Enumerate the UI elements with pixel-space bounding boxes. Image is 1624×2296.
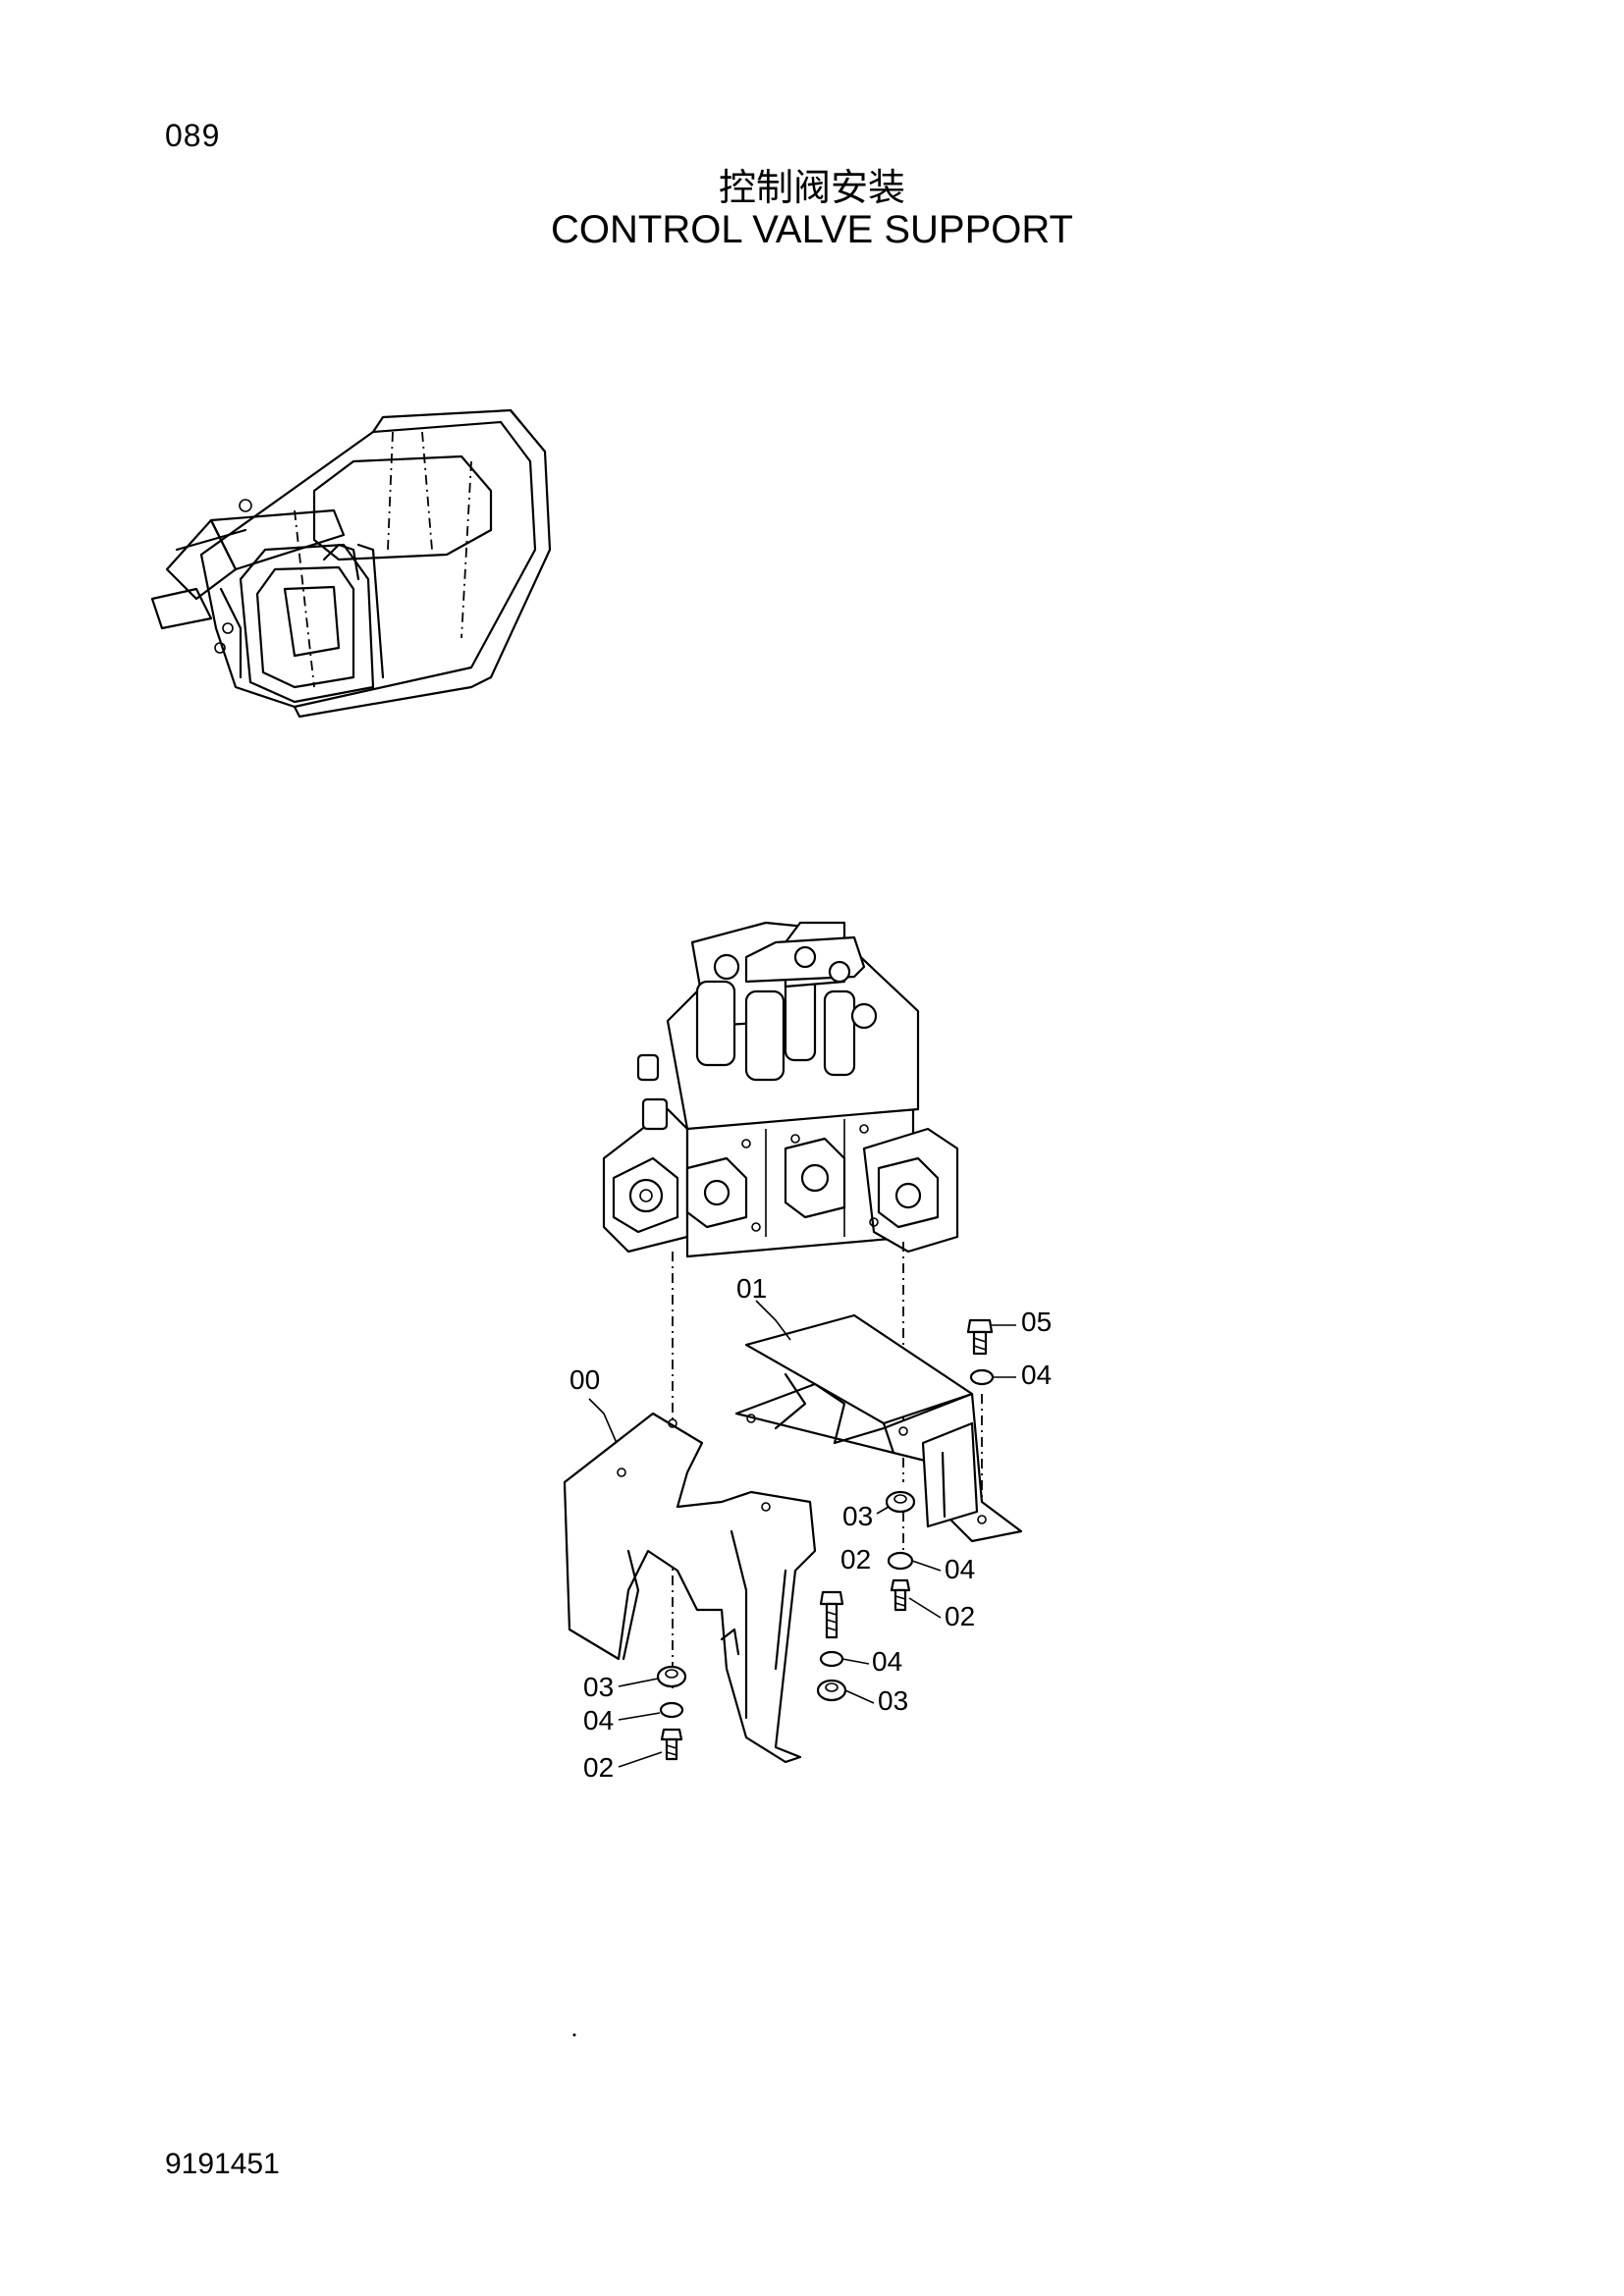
control-valve-assembly xyxy=(602,921,959,1258)
callout-01: 01 xyxy=(736,1273,767,1304)
title-chinese: 控制阀安装 xyxy=(718,166,905,209)
callout-02: 02 xyxy=(945,1601,975,1631)
callout-03: 03 xyxy=(842,1501,873,1531)
speck-mark xyxy=(572,2033,576,2037)
excavator-overview-illustration xyxy=(150,408,552,719)
callout-04: 04 xyxy=(583,1705,614,1735)
bolt-icon xyxy=(660,1728,683,1761)
callout-05: 05 xyxy=(1021,1307,1052,1337)
bracket-part-01 xyxy=(734,1313,1023,1543)
callout-02: 02 xyxy=(840,1544,871,1575)
nut-icon xyxy=(885,1490,916,1514)
bolt-icon xyxy=(890,1578,911,1612)
bolt-icon xyxy=(819,1590,844,1639)
callout-03: 03 xyxy=(878,1685,908,1716)
washer-icon xyxy=(819,1650,844,1668)
washer-icon xyxy=(969,1368,995,1386)
callout-00: 00 xyxy=(569,1364,600,1395)
fastener-bolt-05-icon xyxy=(966,1318,994,1356)
nut-icon xyxy=(816,1679,847,1702)
callout-04: 04 xyxy=(872,1646,902,1677)
callout-04: 04 xyxy=(1021,1360,1052,1390)
washer-icon xyxy=(659,1701,684,1719)
leader-lines xyxy=(588,1300,1016,1768)
callout-04: 04 xyxy=(945,1554,975,1584)
washer-icon xyxy=(887,1551,914,1571)
nut-icon xyxy=(656,1665,687,1688)
callout-02: 02 xyxy=(583,1752,614,1783)
bracket-part-00 xyxy=(563,1412,817,1764)
page-number: 089 xyxy=(165,118,221,153)
callout-03: 03 xyxy=(583,1672,614,1702)
document-number: 9191451 xyxy=(165,2148,280,2180)
title-english: CONTROL VALVE SUPPORT xyxy=(551,208,1073,251)
callout-labels: 00 01 05 04 03 04 02 02 04 03 03 04 02 xyxy=(569,1273,1052,1783)
